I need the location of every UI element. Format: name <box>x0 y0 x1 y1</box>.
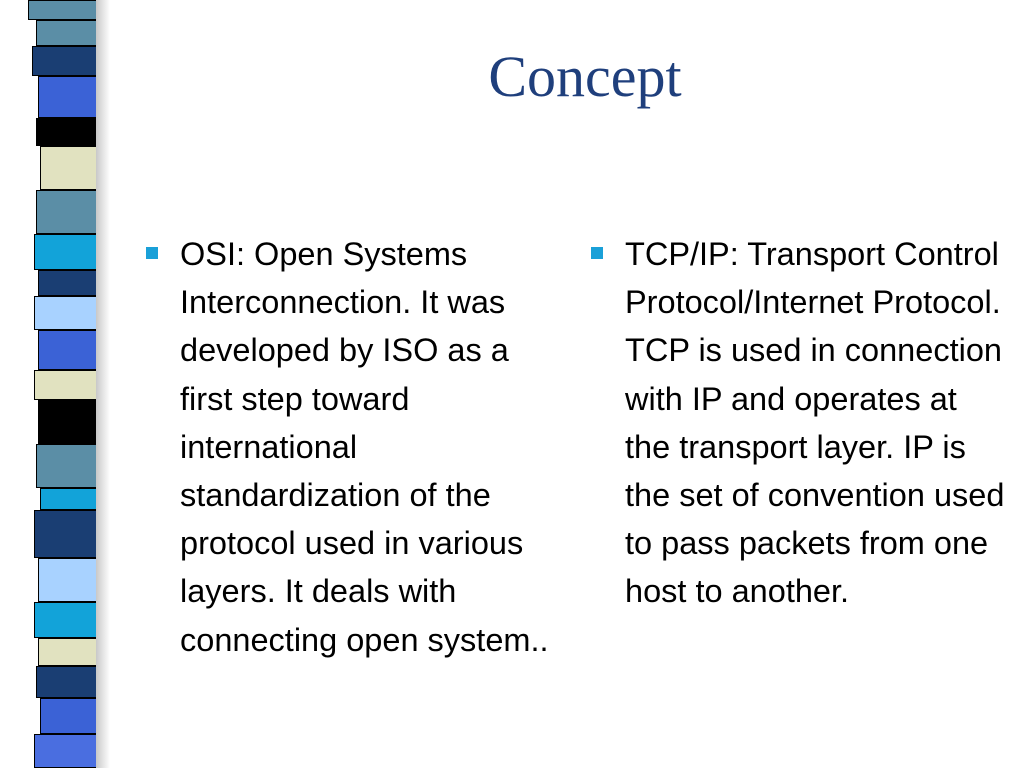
strip-bar <box>34 602 98 638</box>
strip-shadow <box>96 0 110 768</box>
strip-bar <box>34 370 98 400</box>
left-column: OSI: Open Systems Interconnection. It wa… <box>140 230 552 664</box>
strip-bar <box>40 698 98 734</box>
strip-bar <box>34 234 98 270</box>
bullet-text: TCP/IP: Transport Control Protocol/Inter… <box>625 236 1005 610</box>
strip-bar <box>40 488 98 510</box>
strip-bar <box>34 296 98 330</box>
strip-bar <box>38 330 98 370</box>
strip-bar <box>36 666 98 698</box>
decorative-side-strip <box>0 0 118 768</box>
strip-bar <box>38 558 98 602</box>
strip-bar <box>40 146 98 190</box>
strip-bar <box>38 400 98 444</box>
bullet-item-osi: OSI: Open Systems Interconnection. It wa… <box>140 230 552 664</box>
strip-bar <box>36 190 98 234</box>
right-column: TCP/IP: Transport Control Protocol/Inter… <box>585 230 1005 616</box>
strip-bar <box>28 0 98 20</box>
strip-bar <box>36 20 98 46</box>
strip-bar <box>38 270 98 296</box>
strip-bar <box>32 46 98 76</box>
strip-bar <box>38 76 98 118</box>
strip-bar <box>34 510 98 558</box>
strip-bar <box>34 734 98 768</box>
square-bullet-icon <box>146 247 158 259</box>
strip-bar <box>36 118 98 146</box>
square-bullet-icon <box>591 247 603 259</box>
slide-title: Concept <box>488 44 682 109</box>
strip-bar <box>36 444 98 488</box>
bullet-item-tcpip: TCP/IP: Transport Control Protocol/Inter… <box>585 230 1005 616</box>
bullet-text: OSI: Open Systems Interconnection. It wa… <box>180 236 549 658</box>
strip-bar <box>38 638 98 666</box>
